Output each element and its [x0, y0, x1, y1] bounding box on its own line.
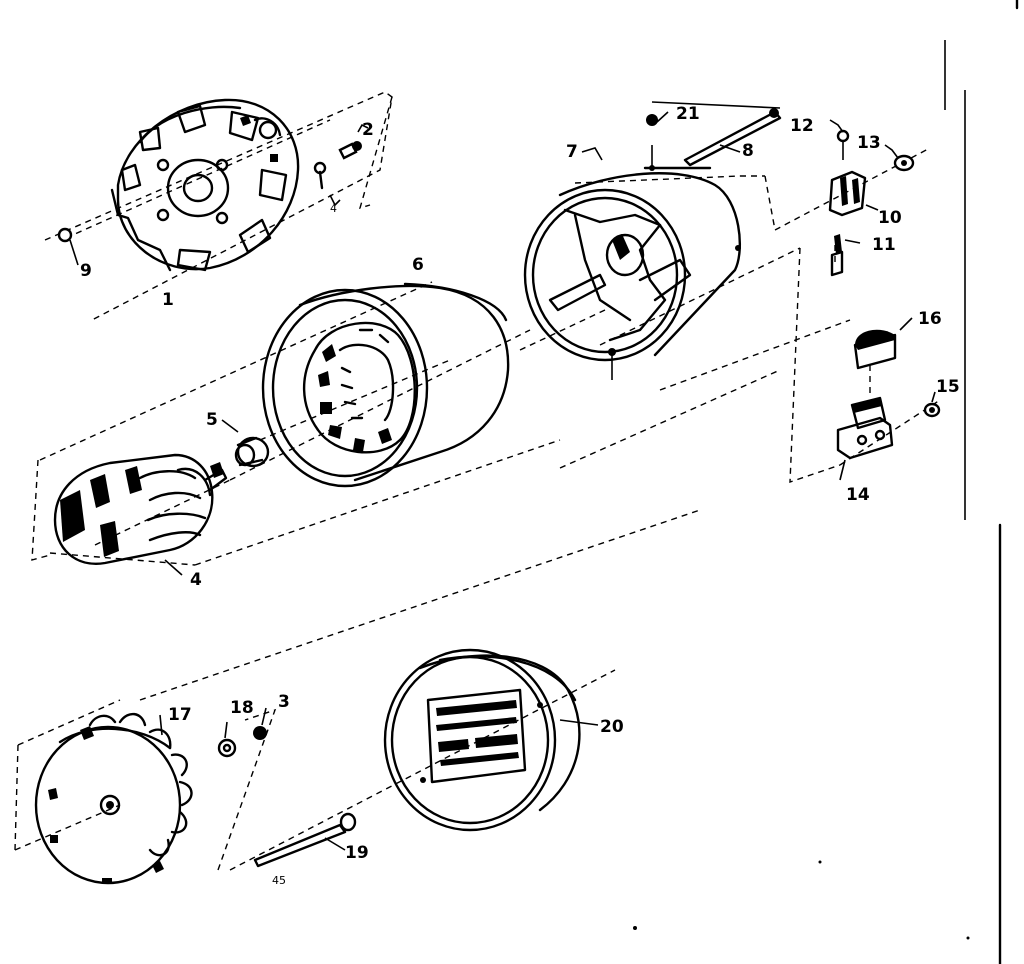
- label-part-14: 14: [846, 485, 870, 505]
- bearing-part-5: [221, 419, 270, 468]
- assembly-guide-lines: [14, 91, 941, 871]
- washer-part-18: [217, 721, 237, 758]
- screw-part-21: [646, 101, 781, 126]
- part-labels: 1 2 3 4 5 6 7 8 9 10 11 12 13 14 15 16 1…: [80, 104, 960, 887]
- label-part-12: 12: [790, 116, 814, 136]
- nut-part-3: [253, 707, 267, 740]
- armature-part-4: [53, 453, 228, 576]
- label-part-6: 6: [412, 255, 424, 275]
- label-part-4: 4: [190, 570, 202, 590]
- nut-part-13: [884, 144, 915, 172]
- label-part-11: 11: [872, 235, 896, 255]
- label-part-10: 10: [878, 208, 902, 228]
- label-part-5: 5: [206, 410, 218, 430]
- label-part-17: 17: [168, 705, 192, 725]
- connector-part-11: [830, 234, 861, 277]
- scan-speck: [633, 926, 637, 930]
- screw-part-9: [57, 227, 79, 266]
- label-part-7: 7: [566, 142, 578, 162]
- fan-end-plate-part-17: [34, 712, 193, 885]
- screw-part-15: [923, 391, 941, 418]
- label-part-15: 15: [936, 377, 960, 397]
- bolt-part-19: [253, 812, 357, 868]
- stator-housing-part-6: [261, 282, 510, 488]
- end-housing-part-7: [523, 145, 741, 380]
- footnote-number: 45: [272, 874, 286, 887]
- label-part-1: 1: [162, 290, 174, 310]
- cover-part-20: [383, 648, 599, 832]
- screw-part-8-bell: [313, 161, 341, 207]
- label-part-8: 8: [742, 141, 754, 161]
- label-part-16: 16: [918, 309, 942, 329]
- label-part-13: 13: [857, 133, 881, 153]
- label-part-3: 3: [278, 692, 290, 712]
- scan-speck: [966, 936, 970, 940]
- label-small-mark: 4: [330, 202, 337, 215]
- scan-speck: [818, 860, 822, 864]
- through-bolt-part-8: [683, 108, 782, 167]
- label-part-19: 19: [345, 843, 369, 863]
- label-part-2: 2: [362, 120, 374, 140]
- end-bell-part-1: [110, 98, 300, 272]
- screw-part-12: [829, 119, 850, 160]
- label-part-9: 9: [80, 261, 92, 281]
- label-part-20: 20: [600, 717, 624, 737]
- label-part-18: 18: [230, 698, 254, 718]
- screw-part-2: [338, 123, 369, 160]
- switch-part-14: [836, 396, 894, 481]
- switch-cover-part-16: [853, 317, 913, 370]
- terminal-block-part-10: [828, 170, 879, 217]
- label-part-21: 21: [676, 104, 700, 124]
